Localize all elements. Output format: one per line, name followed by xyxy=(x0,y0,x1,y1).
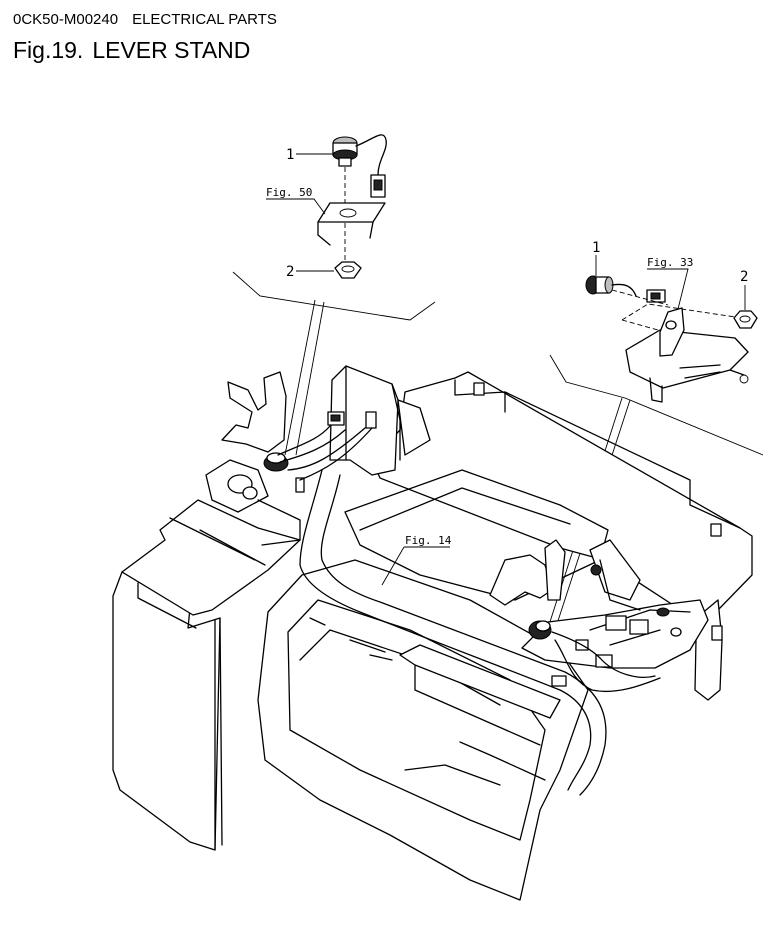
figure-ref-center: Fig. 14 xyxy=(381,534,452,586)
figure-ref-label: Fig. 33 xyxy=(647,256,693,269)
figure-ref-right: Fig. 33 xyxy=(647,256,693,310)
section-title: ELECTRICAL PARTS xyxy=(132,11,277,28)
callout-label-2: 2 xyxy=(286,264,294,280)
document-code-header: 0CK50-M00240 ELECTRICAL PARTS xyxy=(13,11,277,28)
callout-left-switch: 1 xyxy=(286,147,334,163)
figure-ref-left: Fig. 50 xyxy=(266,186,326,215)
right-switch-part[interactable] xyxy=(585,275,666,303)
callout-label-1: 1 xyxy=(592,240,600,256)
callout-right-nut: 2 xyxy=(740,269,748,310)
left-switch-part[interactable] xyxy=(332,134,387,198)
callout-label-2: 2 xyxy=(740,269,748,285)
callout-left-nut: 2 xyxy=(286,264,334,280)
figure-ref-label: Fig. 50 xyxy=(266,186,312,199)
page-title: Fig.19. LEVER STAND xyxy=(13,37,250,64)
left-bracket xyxy=(317,202,386,246)
figure-ref-label: Fig. 14 xyxy=(405,534,452,547)
right-bracket xyxy=(625,307,749,403)
main-assembly xyxy=(112,365,753,901)
callout-label-1: 1 xyxy=(286,147,294,163)
callout-right-switch: 1 xyxy=(592,240,600,276)
figure-name: LEVER STAND xyxy=(92,37,251,63)
left-nut-part[interactable] xyxy=(334,261,362,279)
right-detail-group: 1 Fig. 33 2 xyxy=(547,240,764,631)
right-nut-part[interactable] xyxy=(733,310,758,329)
document-code: 0CK50-M00240 xyxy=(13,11,119,28)
figure-number: Fig.19. xyxy=(13,37,84,63)
left-detail-group: 1 Fig. 50 2 xyxy=(232,134,436,456)
